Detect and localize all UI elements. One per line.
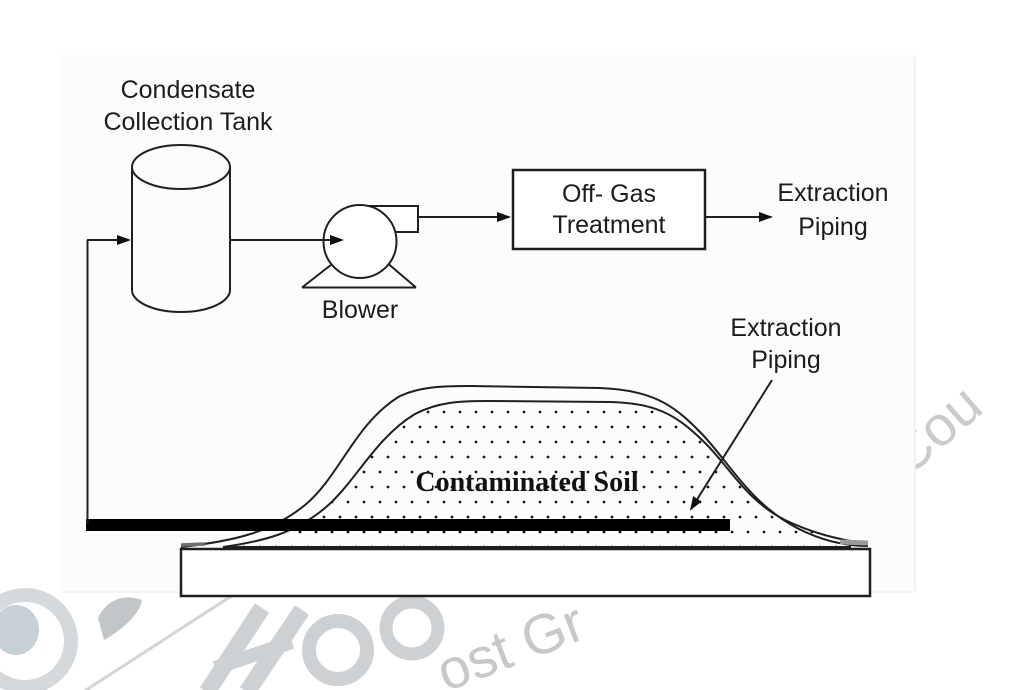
condensate-tank — [131, 144, 231, 313]
ground-slab — [179, 547, 872, 598]
blower-label: Blower — [321, 296, 399, 324]
blower-casing — [322, 204, 398, 279]
extraction-piping-leader-arrow — [689, 379, 773, 511]
watermark-glyphs — [199, 595, 445, 690]
liner-tail-left — [180, 542, 206, 547]
diagram — [86, 144, 872, 598]
watermark-logo-swoosh — [98, 597, 142, 640]
offgas-label-line1: Off- Gas — [561, 179, 656, 208]
offgas-treatment-label: Off- Gas Treatment — [513, 170, 705, 249]
condensate-tank-label-line1: Condensate — [120, 76, 256, 104]
extraction-soil-line1: Extraction — [730, 314, 842, 342]
extraction-pipe — [86, 519, 730, 531]
watermark-logo-ring — [0, 588, 78, 690]
extraction-piping-outlet-label: Extraction Piping — [770, 176, 896, 244]
offgas-treatment-box — [511, 168, 707, 251]
watermark-line — [83, 591, 237, 690]
blower-symbol — [301, 204, 419, 289]
watermark-text-bottom: ost Gr — [428, 590, 593, 690]
offgas-label-line2: Treatment — [552, 210, 666, 239]
liner-tail-right — [839, 539, 869, 546]
extraction-outlet-line1: Extraction — [777, 179, 889, 207]
extraction-piping-soil-label: Extraction Piping — [723, 312, 849, 376]
watermark-logo-dot — [0, 605, 39, 655]
condensate-tank-label-line2: Collection Tank — [103, 108, 273, 136]
condensate-tank-label: Condensate Collection Tank — [83, 74, 293, 138]
extraction-soil-line2: Piping — [751, 346, 821, 374]
extraction-outlet-line2: Piping — [798, 213, 868, 241]
contaminated-soil-label: Contaminated Soil — [415, 467, 639, 498]
